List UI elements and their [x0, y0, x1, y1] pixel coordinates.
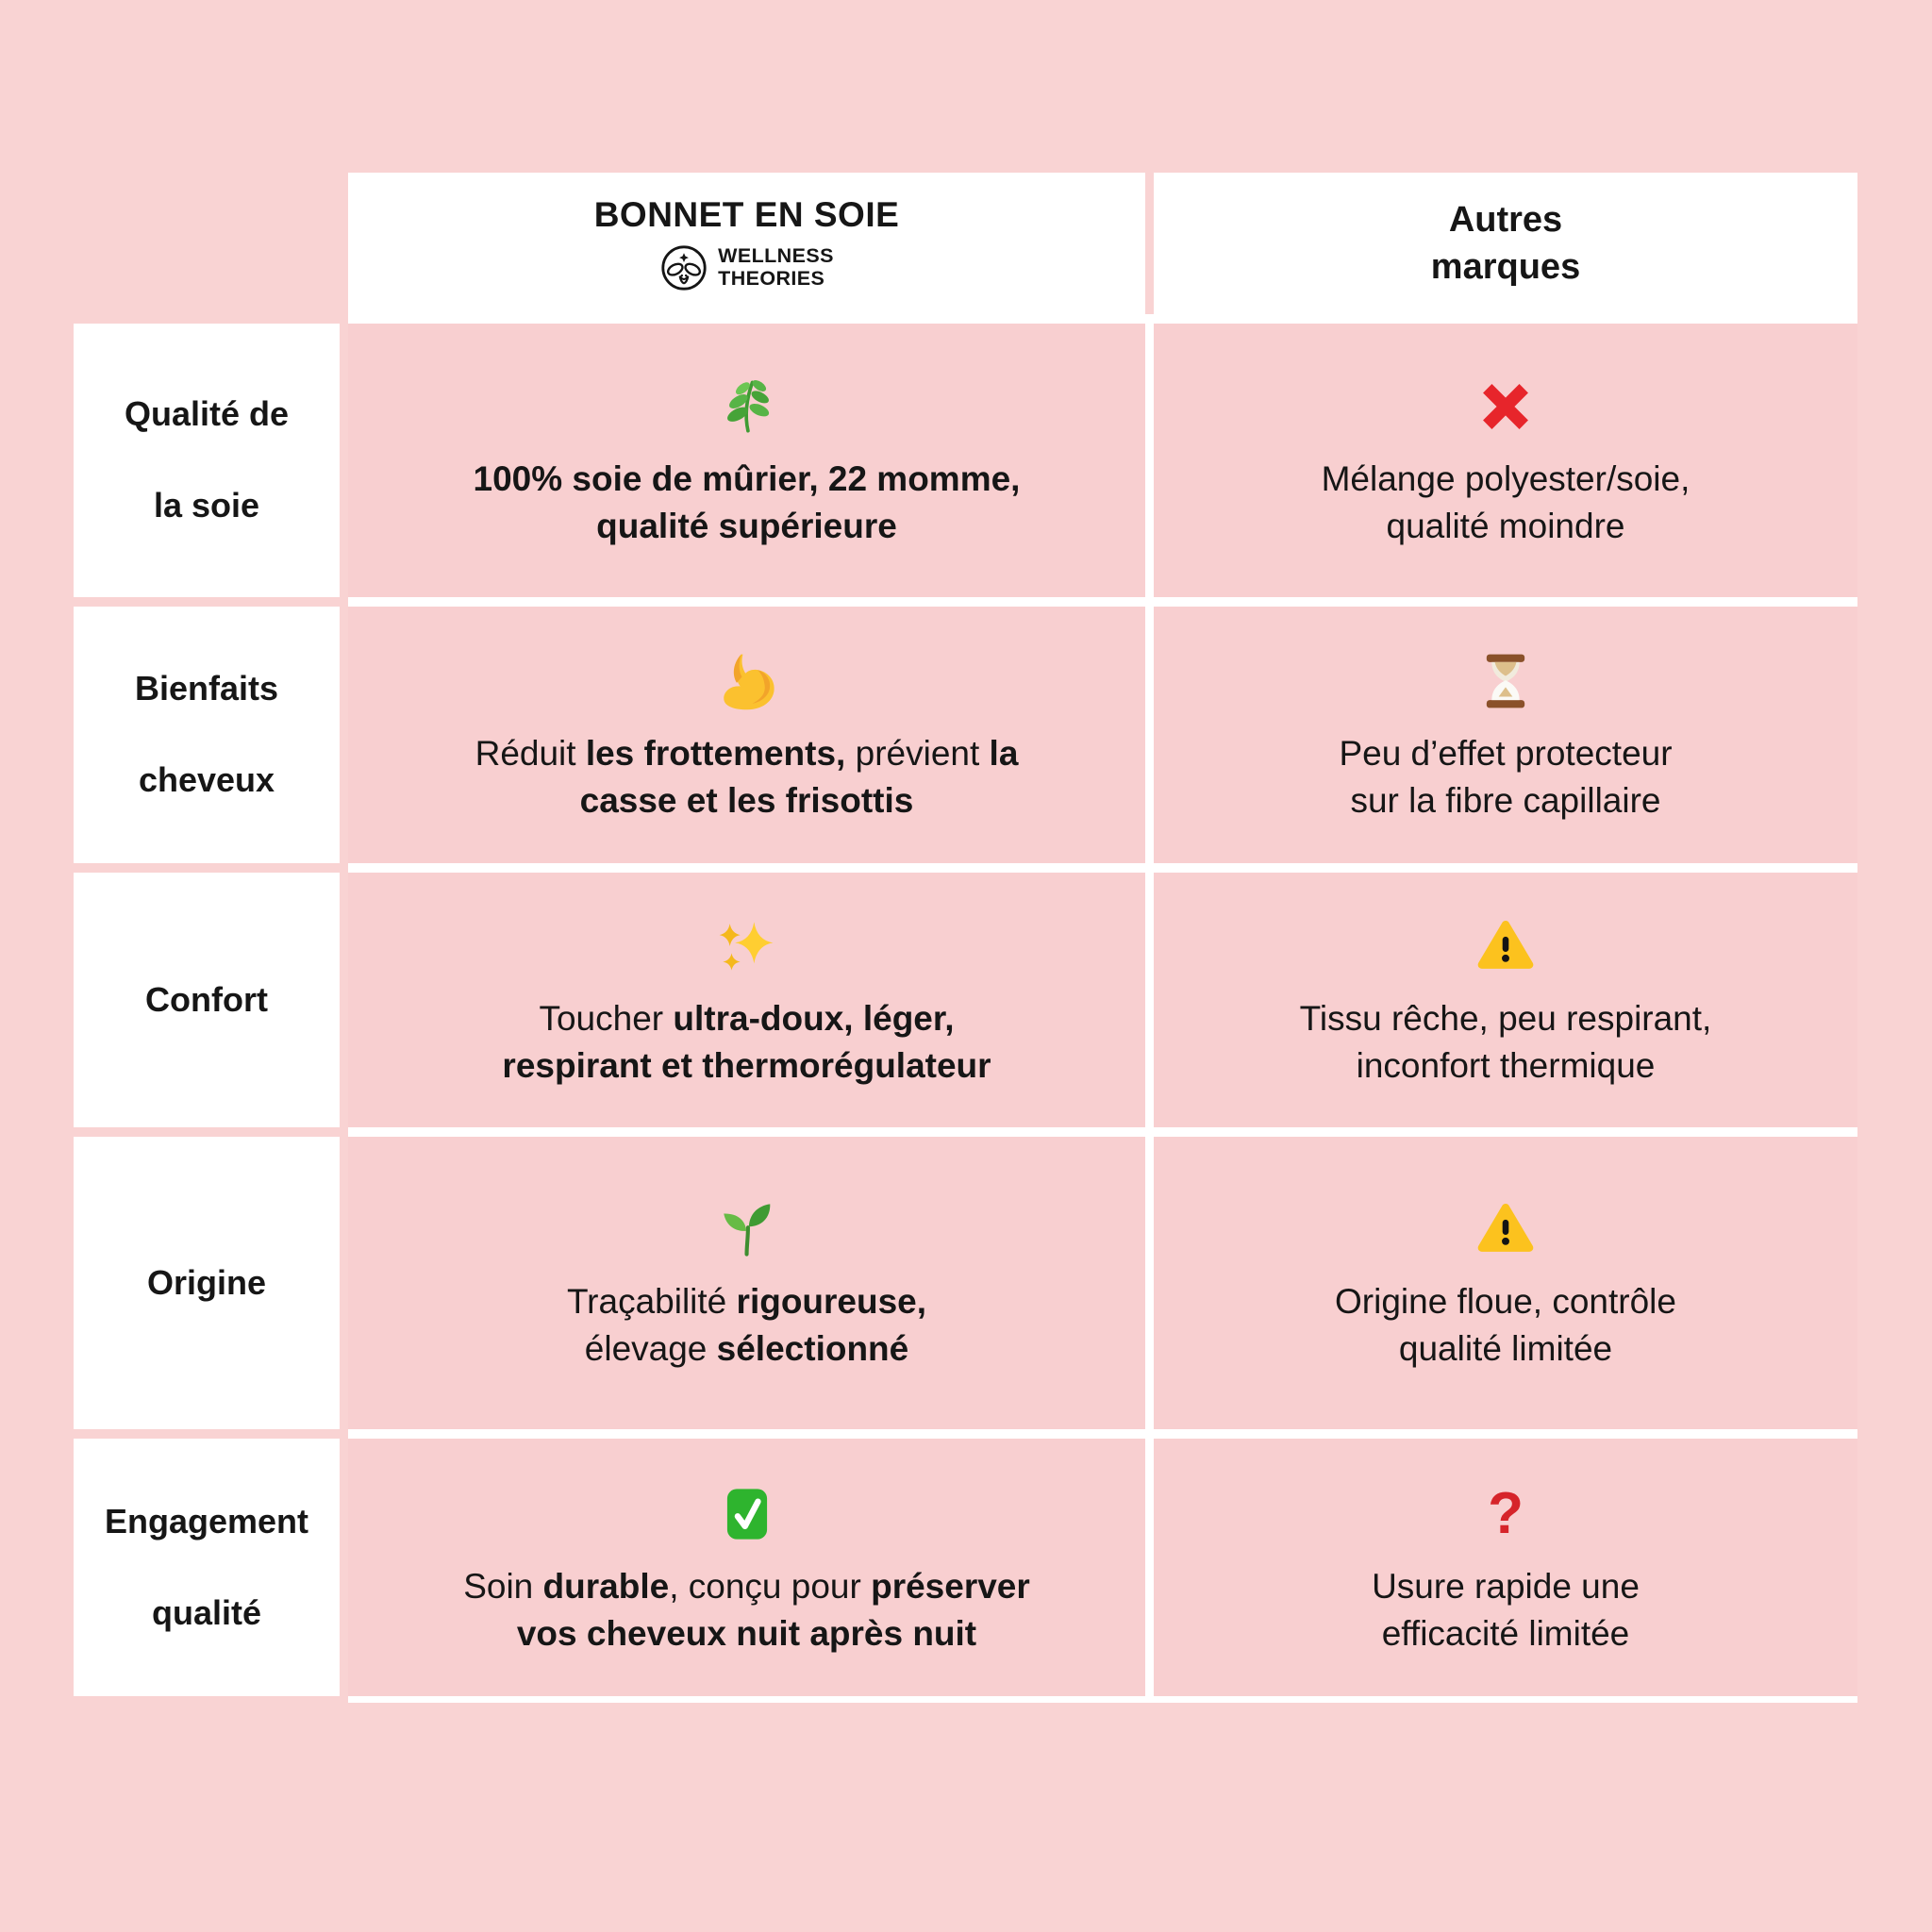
others-cell: Tissu rêche, peu respirant,inconfort the…	[1154, 873, 1857, 1127]
header-spacer	[74, 173, 340, 314]
others-cell-text: Mélange polyester/soie,qualité moindre	[1321, 459, 1690, 545]
brand-cell-text: 100% soie de mûrier, 22 momme,qualité su…	[473, 459, 1021, 545]
others-cell: Mélange polyester/soie,qualité moindre	[1154, 324, 1857, 597]
others-cell-text: Tissu rêche, peu respirant,inconfort the…	[1299, 999, 1712, 1085]
brand-logo-text: WELLNESS THEORIES	[718, 243, 834, 290]
hourglass-icon	[1474, 645, 1537, 717]
others-column-header: Autres marques	[1154, 173, 1857, 314]
herb-icon	[716, 371, 778, 442]
warning-icon	[1474, 910, 1537, 982]
cross-icon	[1474, 371, 1537, 442]
brand-cell: 100% soie de mûrier, 22 momme,qualité su…	[348, 324, 1145, 597]
brand-logo-line-2: THEORIES	[718, 266, 825, 290]
comparison-table: BONNET EN SOIE WELLNESS THEORIES	[74, 173, 1857, 1696]
warning-icon	[1474, 1193, 1537, 1265]
row-label: Confort	[74, 873, 340, 1127]
brand-cell: Toucher ultra-doux, léger,respirant et t…	[348, 873, 1145, 1127]
brand-cell-text: Traçabilité rigoureuse,élevage sélection…	[566, 1282, 927, 1368]
brand-title: BONNET EN SOIE	[593, 194, 900, 234]
question-icon: ?	[1488, 1480, 1524, 1546]
biceps-icon	[716, 645, 778, 717]
sparkles-icon	[716, 910, 778, 982]
row-label: Origine	[74, 1137, 340, 1429]
others-title-line-1: Autres	[1448, 199, 1563, 240]
bee-logo-icon	[659, 243, 708, 292]
seedling-icon	[716, 1193, 778, 1265]
brand-logo: WELLNESS THEORIES	[659, 243, 834, 292]
brand-logo-line-1: WELLNESS	[718, 243, 834, 267]
brand-cell-text: Toucher ultra-doux, léger,respirant et t…	[502, 999, 991, 1085]
brand-cell: Traçabilité rigoureuse,élevage sélection…	[348, 1137, 1145, 1429]
check-icon	[716, 1478, 778, 1550]
others-title-line-2: marques	[1430, 247, 1581, 287]
brand-column-header: BONNET EN SOIE WELLNESS THEORIES	[348, 173, 1145, 314]
